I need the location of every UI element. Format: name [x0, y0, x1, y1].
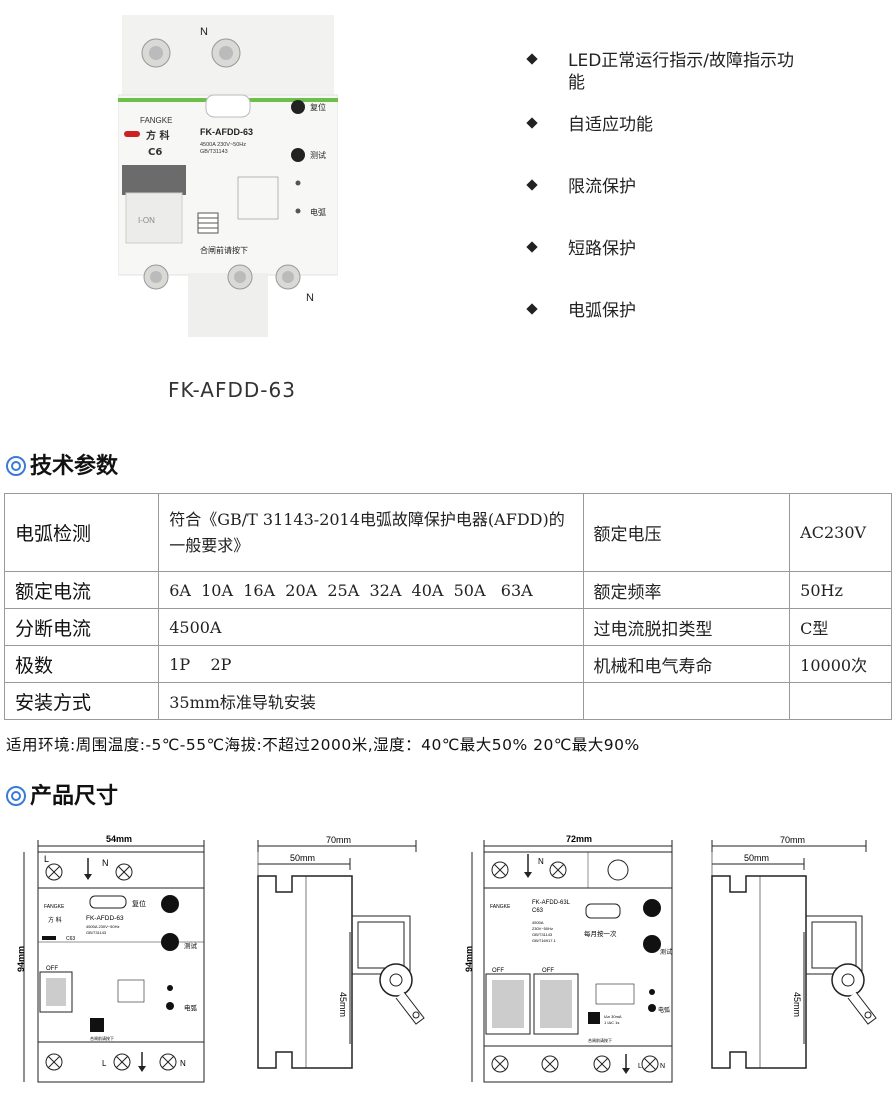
d1-spec: 4500A 230V~50Hz [86, 924, 119, 929]
photo-test: 测试 [310, 150, 326, 160]
d1-std: GB/T31143 [86, 930, 107, 935]
environment-note: 适用环境:周围温度:-5℃-55℃海拔:不超过2000米,湿度：40℃最大50%… [6, 736, 640, 754]
photo-handle: I-ON [138, 216, 155, 225]
table-row: 电弧检测 符合《GB/T 31143-2014电弧故障保护电器(AFDD)的一般… [3, 493, 892, 572]
photo-brand: FANGKE [140, 116, 172, 125]
d3-std1: GB/T31143 [532, 932, 553, 937]
d3-leak: IΔn 30mA [604, 1014, 622, 1019]
d3-model: FK-AFDD-63L [532, 900, 571, 906]
d1-arc: 电弧 [184, 1003, 198, 1012]
d1-height: 94mm [16, 946, 26, 972]
d1-off: OFF [46, 966, 58, 972]
d1-reset: 复位 [132, 899, 146, 908]
d3-note: 合闸前请按下 [588, 1037, 612, 1043]
d3-N-bottom: N [660, 1063, 665, 1070]
d2-depth: 70mm [326, 835, 351, 845]
drawing-side-2: 70mm 50mm 45mm [711, 835, 877, 1069]
d3-L-bottom: L [638, 1063, 642, 1070]
drawing-front-2p: 72mm 94mm N FANGKE FK-AFDD-63L C63 4500A… [464, 834, 673, 1083]
photo-n-bottom: N [306, 292, 314, 304]
d2-rail: 45mm [338, 992, 348, 1017]
d1-model: FK-AFDD-63 [86, 915, 124, 922]
d1-brand-cn: 方 科 [48, 916, 62, 924]
d3-brand: FANGKE [490, 904, 511, 910]
drawing-front-1p: 54mm 94mm L N FANGKE 方 科 复位 FK-AFDD-63 4… [16, 834, 205, 1083]
d1-L: L [44, 854, 49, 864]
table-row: 额定电流 6A 10A 16A 20A 25A 32A 40A 50A 63A … [3, 571, 892, 609]
model-caption: FK-AFDD-63 [168, 378, 296, 402]
d1-brand: FANGKE [44, 904, 65, 910]
d3-monthly: 每月按一次 [584, 929, 617, 938]
d4-depth-inner: 50mm [744, 853, 769, 863]
photo-reset: 复位 [310, 102, 326, 112]
photo-rating: C6 [148, 147, 162, 158]
d3-N: N [538, 857, 544, 866]
d1-width: 54mm [106, 834, 132, 844]
d1-test: 测试 [184, 941, 198, 950]
d3-spec2: 230V~50Hz [532, 926, 553, 931]
d2-depth-inner: 50mm [290, 853, 315, 863]
diamond-bullet-icon [526, 53, 538, 65]
diamond-bullet-icon [526, 303, 538, 315]
d3-test: 测试 [660, 948, 672, 956]
d4-depth: 70mm [780, 835, 805, 845]
drawing-side-1: 70mm 50mm 45mm [257, 835, 425, 1069]
d3-rating: C63 [532, 908, 544, 914]
photo-spec1: 4500A 230V~50Hz [200, 142, 246, 148]
d3-off2: OFF [542, 968, 554, 974]
diamond-bullet-icon [526, 241, 538, 253]
double-circle-icon [6, 456, 26, 476]
d3-std2: GB/T16917.1 [532, 938, 557, 943]
diamond-bullet-icon [526, 117, 538, 129]
diamond-bullet-icon [526, 179, 538, 191]
table-row: 分断电流 4500A 过电流脱扣类型 C型 [3, 608, 892, 646]
d1-N-bottom: N [180, 1059, 186, 1068]
photo-n-top: N [200, 26, 208, 38]
photo-arc: 电弧 [310, 207, 326, 217]
section-tech-params: 技术参数 [6, 448, 118, 480]
d3-height: 94mm [464, 946, 474, 972]
d1-L-bottom: L [102, 1059, 107, 1068]
photo-brand-cn: 方 科 [146, 129, 169, 142]
photo-spec2: GB/T31143 [200, 149, 228, 155]
d1-note: 合闸前请按下 [90, 1035, 114, 1041]
d3-spec: 4500A [532, 920, 544, 925]
spec-table: 电弧检测 符合《GB/T 31143-2014电弧故障保护电器(AFDD)的一般… [3, 493, 892, 720]
d3-arc: 电弧 [658, 1006, 670, 1014]
d1-N: N [102, 858, 109, 868]
d3-leak2: 1 IΔC 1s [604, 1020, 619, 1025]
photo-model: FK-AFDD-63 [200, 127, 253, 137]
table-row: 极数 1P 2P 机械和电气寿命 10000次 [3, 645, 892, 683]
photo-press-note: 合闸前请按下 [200, 245, 248, 255]
d3-width: 72mm [566, 834, 592, 844]
table-row: 安装方式 35mm标准导轨安装 [3, 682, 892, 720]
d3-off1: OFF [492, 968, 504, 974]
double-circle-icon [6, 786, 26, 806]
d4-rail: 45mm [792, 992, 802, 1017]
section-dimensions: 产品尺寸 [6, 778, 118, 810]
product-photo: N FANGKE 方 科 C6 FK-AFDD-63 4500A 230V~50… [118, 15, 338, 337]
d1-rating: C63 [66, 936, 75, 942]
